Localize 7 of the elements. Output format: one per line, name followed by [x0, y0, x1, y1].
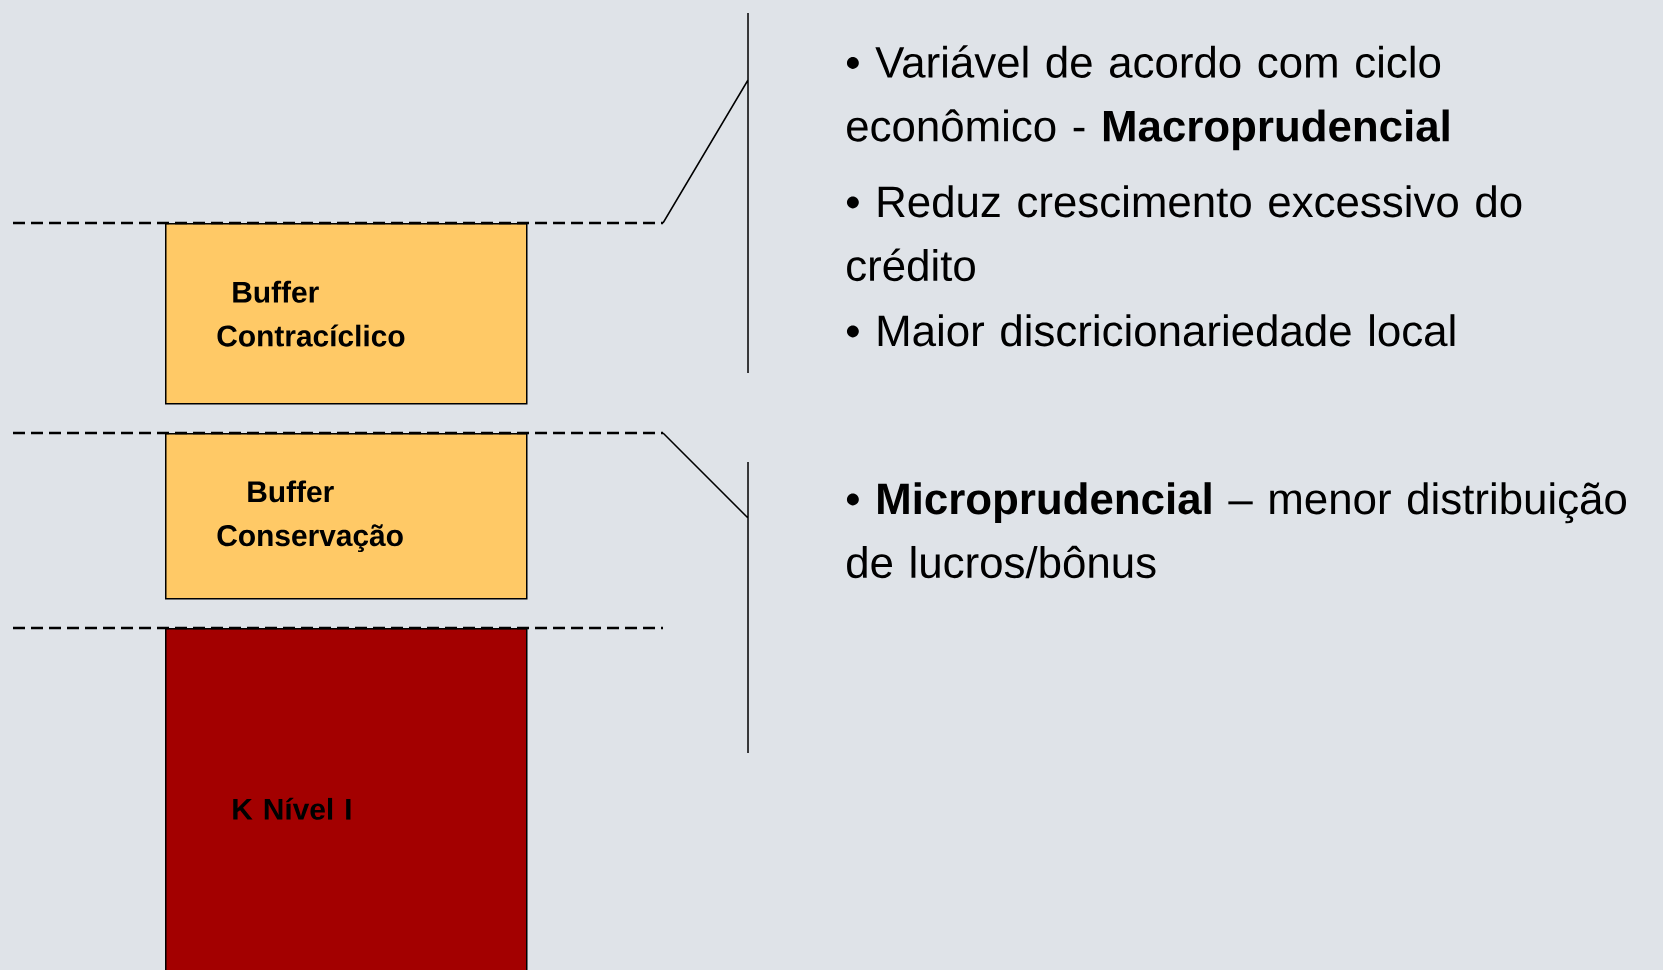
layer-box: Buffer Contracíclico — [165, 223, 528, 405]
bullet-text: • Variável de acordo com ciclo econômico - Macroprudencial — [846, 45, 1449, 151]
layer-box: K Nível I — [165, 628, 528, 970]
bullet-text: • Reduz crescimento excessivo do crédito — [846, 185, 1522, 282]
bullet-text: • Microprudencial – menor distribuição de lucros/bônus — [846, 482, 1626, 579]
bullet-text: • Maior discricionariedade local — [846, 314, 1455, 347]
layer-box: Buffer Conservação — [165, 433, 528, 600]
